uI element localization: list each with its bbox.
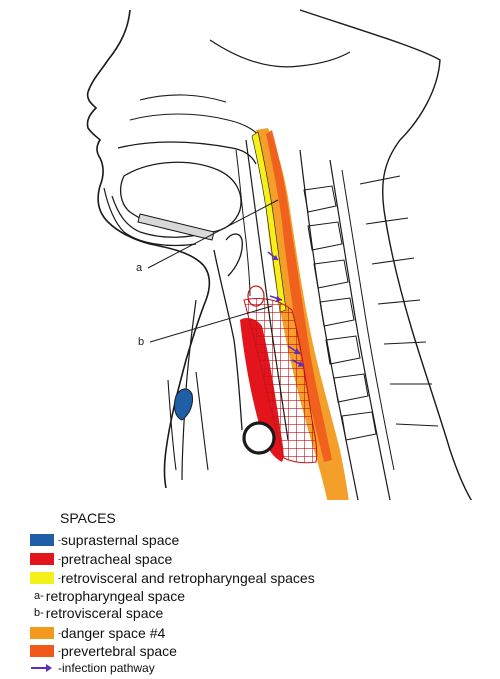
legend-item-sub-b: b- retrovisceral space xyxy=(34,604,163,621)
prevertebral-space xyxy=(266,130,332,462)
visceral-grid xyxy=(243,297,318,464)
legend-dash: - xyxy=(58,627,61,638)
legend-label-suprasternal: suprasternal space xyxy=(61,531,180,548)
infection-arrow-3-head xyxy=(294,348,300,354)
legend-label-infection: infection pathway xyxy=(62,660,155,675)
neck-sagittal-diagram: a b xyxy=(86,9,479,521)
vertebra-3 xyxy=(313,259,349,289)
legend-item-sub-a: a- retropharyngeal space xyxy=(34,587,185,604)
spine-outline-front xyxy=(299,149,361,511)
suprasternal-space xyxy=(173,388,193,421)
vertebra-4 xyxy=(319,297,355,327)
neck-sagittal-svg xyxy=(86,9,479,521)
face-profile xyxy=(86,9,211,489)
sternum-outline xyxy=(167,371,209,471)
callout-b: b xyxy=(138,336,145,348)
legend-item-pretracheal: - pretracheal space xyxy=(30,550,172,567)
spinal-canal xyxy=(341,169,395,471)
legend-dash: - xyxy=(58,553,61,564)
pharynx-wall-inner xyxy=(235,149,251,297)
callout-a: a xyxy=(136,262,143,274)
pretracheal-space xyxy=(240,318,284,462)
laryngeal-ring xyxy=(247,285,265,307)
cartilage-ring xyxy=(242,421,276,455)
legend-label-prevertebral: prevertebral space xyxy=(61,642,177,659)
infection-arrow-2-head xyxy=(276,296,282,302)
legend-label-retrovisceral: retrovisceral and retropharyngeal spaces xyxy=(61,569,315,586)
legend-item-danger: - danger space #4 xyxy=(30,624,165,641)
legend-dash: - xyxy=(58,534,61,545)
hyoid-bone xyxy=(137,213,215,241)
vertebra-2 xyxy=(307,221,343,251)
pharynx-wall xyxy=(245,139,289,441)
legend-label-danger: danger space #4 xyxy=(61,624,166,641)
cervical-spine xyxy=(299,149,439,521)
legend-dash: - xyxy=(58,572,61,583)
danger-swatch xyxy=(30,626,54,639)
suprasternal-swatch xyxy=(30,533,54,546)
vertebra-6 xyxy=(333,373,369,403)
mandible xyxy=(103,187,209,247)
legend-dash: - xyxy=(58,645,61,656)
legend-label-retropharyngeal: retropharyngeal space xyxy=(45,587,186,604)
legend-item-retrovisceral: - retrovisceral and retropharyngeal spac… xyxy=(30,569,315,586)
legend-title: SPACES xyxy=(60,510,116,526)
legend-label-retrovisceral-space: retrovisceral space xyxy=(45,604,164,621)
legend-dash: - xyxy=(58,660,62,675)
vertebra-7 xyxy=(341,411,377,441)
spine-outline-back xyxy=(329,159,395,521)
nasal-cavity xyxy=(129,94,263,141)
larynx xyxy=(213,249,243,431)
leader-a xyxy=(147,199,279,269)
pretracheal-swatch xyxy=(30,552,54,565)
palate xyxy=(117,141,257,165)
tongue xyxy=(119,161,242,234)
legend-label-pretracheal: pretracheal space xyxy=(61,550,173,567)
skull-base xyxy=(209,39,351,68)
infection-arrow-4-head xyxy=(298,361,304,367)
retrovisceral-swatch xyxy=(30,571,54,584)
infection-arrows xyxy=(267,251,305,367)
infection-arrow-icon xyxy=(31,663,52,672)
epiglottis xyxy=(225,233,243,277)
legend-item-prevertebral: - prevertebral space xyxy=(30,642,177,659)
legend-letter-a: a- xyxy=(34,589,44,602)
back-of-neck xyxy=(299,9,479,511)
prevertebral-swatch xyxy=(30,644,54,657)
legend: SPACES - suprasternal space - pretrachea… xyxy=(0,505,500,679)
leader-b xyxy=(149,305,273,343)
legend-item-infection: - infection pathway xyxy=(30,659,155,676)
legend-item-suprasternal: - suprasternal space xyxy=(30,531,179,548)
spinous-processes xyxy=(359,175,439,427)
infection-arrow-1-head xyxy=(272,255,278,260)
vertebra-1 xyxy=(303,185,337,213)
vertebra-5 xyxy=(325,335,361,365)
legend-letter-b: b- xyxy=(34,606,44,619)
